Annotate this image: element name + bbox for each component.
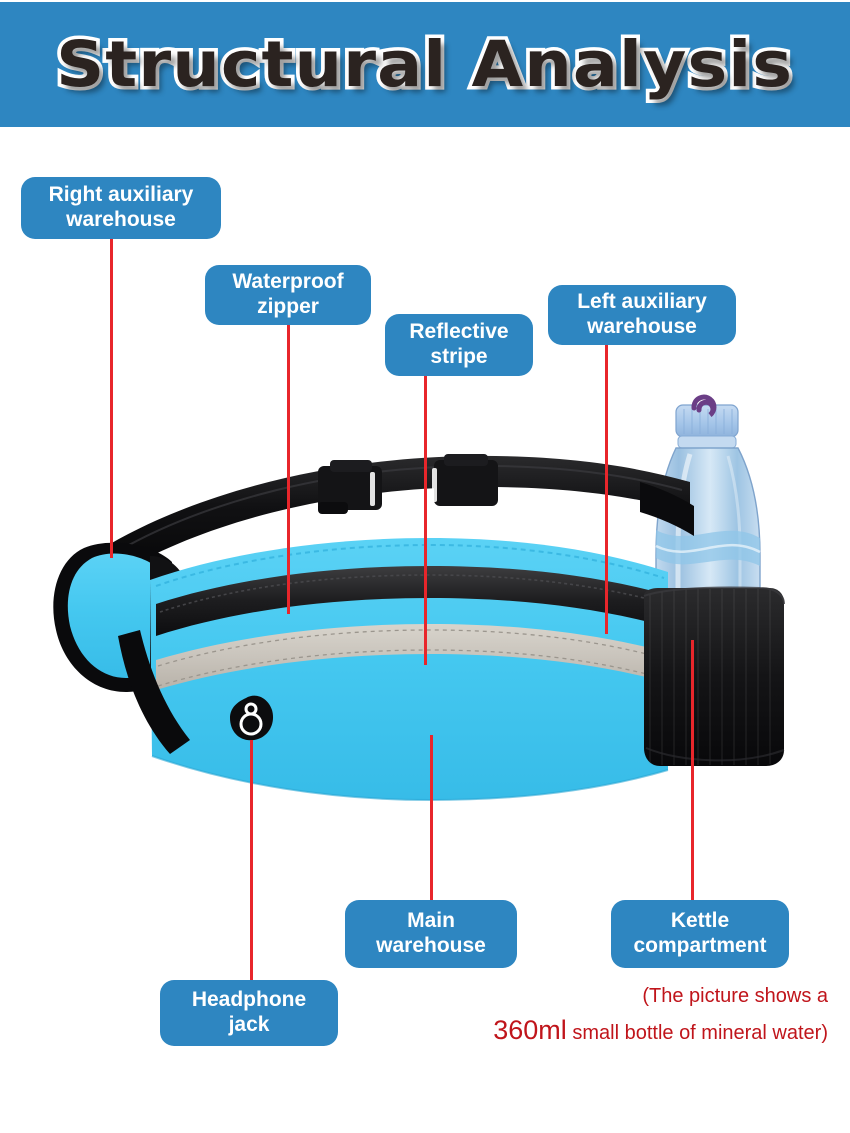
callout-headphone-jack[interactable]: Headphone jack: [160, 980, 338, 1046]
leader-line-left-auxiliary-warehouse: [605, 344, 608, 634]
disclaimer-note: (The picture shows a 360ml small bottle …: [398, 982, 828, 1050]
callout-line-1: Left auxiliary: [577, 290, 707, 314]
headphone-jack-icon: [230, 695, 274, 741]
callout-headphone-jack-text: Headphone jack: [192, 988, 306, 1038]
belt-buckle-icon: [318, 454, 498, 514]
callout-left-auxiliary-warehouse[interactable]: Left auxiliary warehouse: [548, 285, 736, 345]
product-illustration: CO 360ml PURIFIED: [0, 380, 850, 820]
callout-kettle-compartment-text: Kettle compartment: [633, 909, 766, 959]
callout-line-1: Right auxiliary: [48, 183, 194, 207]
callout-reflective-stripe[interactable]: Reflective stripe: [385, 314, 533, 376]
disclaimer-volume: 360ml: [493, 1015, 567, 1045]
callout-waterproof-zipper[interactable]: Waterproof zipper: [205, 265, 371, 325]
lower-strap-tail: [118, 630, 190, 754]
leader-line-headphone-jack: [250, 740, 253, 980]
disclaimer-line-2: small bottle of mineral water): [566, 1022, 828, 1044]
leader-line-kettle-compartment: [691, 640, 694, 900]
callout-line-2: warehouse: [376, 934, 486, 957]
callout-waterproof-zipper-text: Waterproof zipper: [232, 270, 343, 320]
kettle-compartment: [643, 586, 785, 766]
disclaimer-line-1: (The picture shows a: [642, 985, 828, 1007]
callout-line-2: compartment: [633, 934, 767, 957]
callout-line-2: zipper: [257, 295, 319, 318]
callout-main-warehouse[interactable]: Main warehouse: [345, 900, 517, 968]
callout-line-2: warehouse: [587, 315, 697, 338]
callout-line-1: Headphone: [191, 988, 307, 1012]
callout-line-2: warehouse: [66, 208, 176, 231]
callout-line-1: Main: [407, 909, 455, 933]
leader-line-reflective-stripe: [424, 375, 427, 665]
leader-line-main-warehouse: [430, 735, 433, 900]
callout-kettle-compartment[interactable]: Kettle compartment: [611, 900, 789, 968]
leader-line-waterproof-zipper: [287, 324, 290, 614]
page-title: Structural Analysis: [53, 25, 796, 105]
callout-main-warehouse-text: Main warehouse: [376, 909, 486, 959]
callout-right-auxiliary-warehouse[interactable]: Right auxiliary warehouse: [21, 177, 221, 239]
callout-line-1: Waterproof: [232, 270, 344, 294]
callout-line-1: Reflective: [409, 320, 509, 344]
reflective-stripe: [156, 624, 666, 690]
callout-line-2: jack: [228, 1013, 270, 1036]
callout-line-2: stripe: [430, 345, 488, 368]
callout-left-auxiliary-warehouse-text: Left auxiliary warehouse: [577, 290, 707, 340]
callout-right-auxiliary-warehouse-text: Right auxiliary warehouse: [49, 183, 194, 233]
callout-reflective-stripe-text: Reflective stripe: [409, 320, 508, 370]
leader-line-right-auxiliary-warehouse: [110, 238, 113, 558]
header-banner: Structural Analysis: [0, 2, 850, 127]
callout-line-1: Kettle: [670, 909, 730, 933]
